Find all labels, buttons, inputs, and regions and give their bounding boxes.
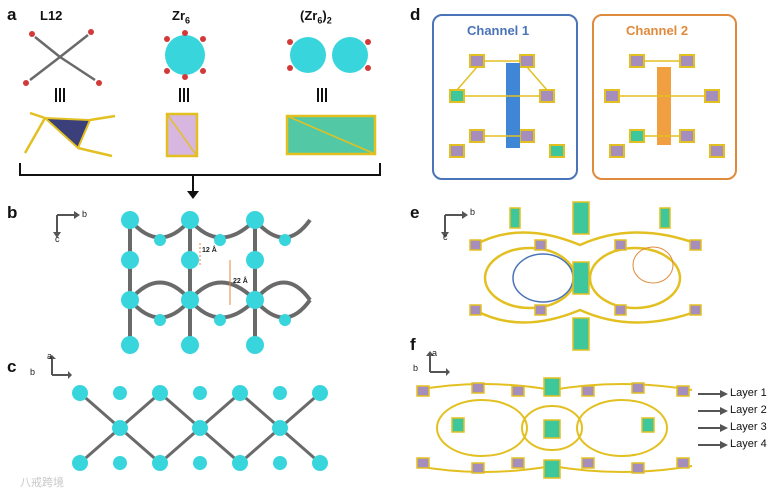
framework-f-layers [416,377,693,479]
zr62-slab-representation [285,114,377,156]
zr6-label-sub: 6 [185,15,191,26]
zr62-label-text: (Zr [300,8,318,23]
framework-e-topology [469,201,702,351]
distance-12-label: 12 Å [202,247,217,254]
equivalence-mark-zr6 [179,88,189,102]
layer-3-label: Layer 3 [730,421,767,433]
axis-b-label-f: b [413,363,419,373]
layer-2-arrow [698,407,728,415]
l12-node-representation [23,111,116,158]
zr62-label-sub2: 2 [326,15,332,26]
distance-22-label: 22 Å [233,278,248,285]
bracket-arrow [19,163,381,199]
zr6-label-text: Zr [172,8,185,23]
layer-1-arrow [698,390,728,398]
framework-b-structure [121,211,312,354]
layer-4-label: Layer 4 [730,438,767,450]
axes-c-icon [48,355,72,379]
layer-4-arrow [698,441,728,449]
zr6-prism-representation [165,112,199,158]
framework-c-structure [72,385,328,471]
l12-linker-molecule [23,29,102,86]
channel-1-structure [449,54,565,158]
equivalence-mark-l12 [55,88,65,102]
layer-2-label: Layer 2 [730,404,767,416]
panel-label-d: d [410,5,421,24]
zr62-label: (Zr6)2 [300,8,332,26]
axis-a-label-c: a [47,351,53,361]
axis-a-label-f: a [432,348,438,358]
layer-3-arrow [698,424,728,432]
channel-2-title: Channel 2 [626,23,689,38]
zr62-cluster-molecule [287,37,371,73]
axis-b-label-e: b [470,207,476,217]
axis-c-label: c [55,234,60,244]
zr62-label-sub1: 6 [317,15,323,26]
axis-b-label-c: b [30,367,36,377]
channel-2-box [592,14,737,180]
zr6-cluster-molecule [164,30,206,80]
channel-2-structure [604,54,725,158]
layer-1-label: Layer 1 [730,387,767,399]
panel-label-a: a [7,5,17,24]
channel-1-title: Channel 1 [467,23,530,38]
channel-1-box [432,14,578,180]
panel-label-f: f [410,335,416,354]
axis-c-label-e: c [443,232,448,242]
axes-f-icon [426,351,450,376]
panel-label-e: e [410,203,420,222]
l12-label: L12 [40,8,63,23]
zr62-label-close: ) [322,8,327,23]
zr6-label: Zr6 [172,8,190,26]
axes-b-icon [53,211,80,238]
axis-b-label: b [82,209,88,219]
panel-label-b: b [7,203,18,222]
panel-label-c: c [7,357,17,376]
watermark-text: 八戒跨境 [20,477,64,489]
equivalence-mark-zr62 [317,88,327,102]
axes-e-icon [441,211,468,238]
